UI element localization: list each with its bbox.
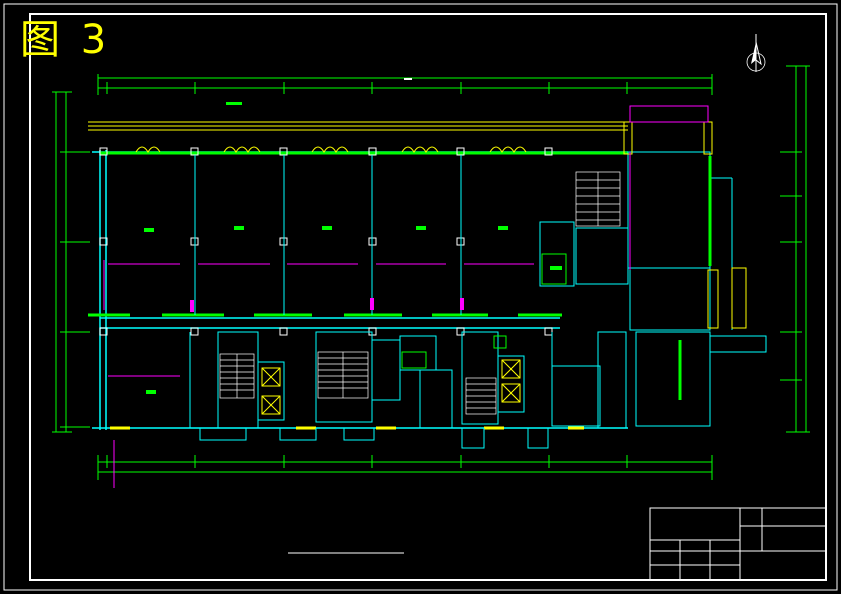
right-wing-windows [678,156,712,400]
lower-partitions [189,331,627,429]
dimension-lines-bottom [97,440,713,488]
bottom-protrusions [199,428,549,449]
top-boundary [88,121,628,131]
dimension-lines-right [780,65,810,433]
inner-frame [29,13,827,581]
structural-columns [99,147,553,336]
dimension-lines-left [52,91,90,433]
stairs [219,171,621,415]
grid-lines [194,155,462,315]
figure-label: 图 3 [20,17,111,63]
shafts [401,253,567,369]
right-wing-top [629,105,709,270]
doors-top [135,146,527,153]
elevators [261,359,521,415]
window-wall-top [88,151,628,317]
north-arrow-icon [746,34,766,72]
annotations [190,78,464,312]
dimension-lines-top [97,74,713,95]
right-wing-accent [623,121,747,329]
room-dimensions [103,260,534,377]
outer-frame [3,3,838,591]
room-labels [144,102,562,394]
title-block [649,507,827,581]
